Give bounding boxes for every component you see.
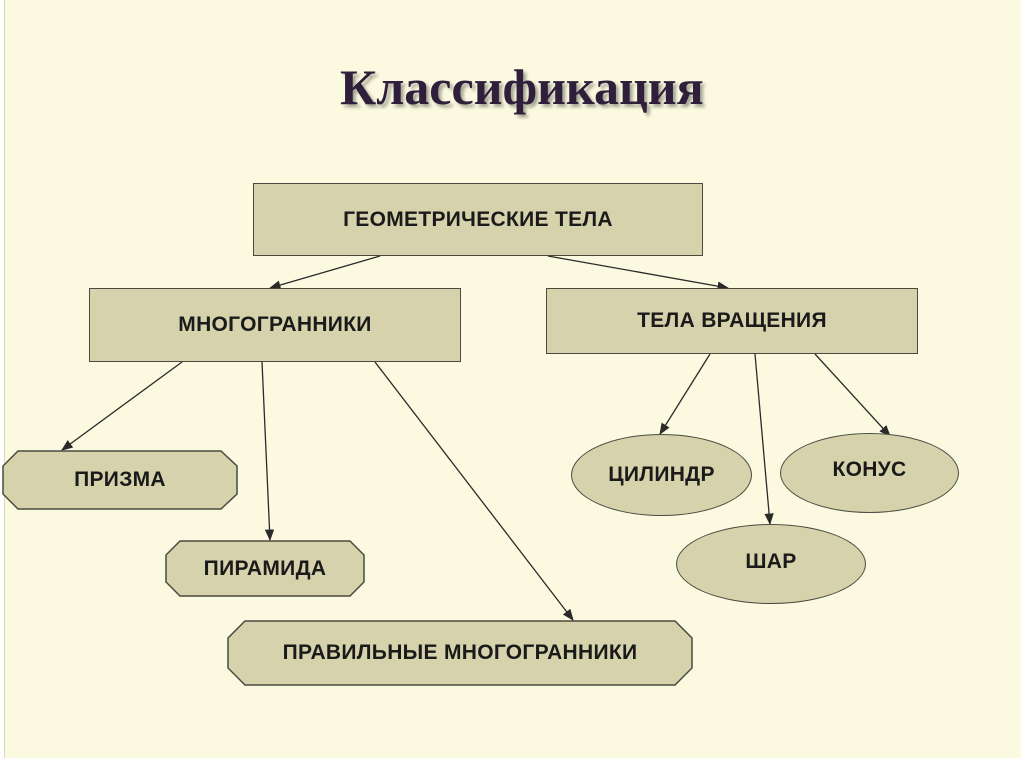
arrow-revolution-to-sphere	[754, 353, 774, 526]
node-pyramid-label: ПИРАМИДА	[203, 556, 327, 580]
arrow-root-to-polyhedra	[268, 255, 381, 290]
node-sphere-label: ШАР	[745, 550, 797, 573]
node-prism: ПРИЗМА	[2, 450, 238, 510]
node-pyramid: ПИРАМИДА	[165, 540, 365, 597]
node-cone-label: КОНУС	[832, 458, 907, 481]
node-polyhedra: МНОГОГРАННИКИ	[89, 288, 461, 362]
node-geometric-bodies: ГЕОМЕТРИЧЕСКИЕ ТЕЛА	[253, 183, 703, 256]
arrow-root-to-revolution	[547, 255, 730, 291]
node-regular-polyhedra: ПРАВИЛЬНЫЕ МНОГОГРАННИКИ	[227, 620, 693, 686]
node-prism-label: ПРИЗМА	[74, 468, 166, 491]
node-cylinder-label: ЦИЛИНДР	[608, 463, 715, 486]
node-cylinder: ЦИЛИНДР	[571, 434, 752, 516]
node-regular-polyhedra-shape	[227, 620, 693, 686]
node-prism-shape	[2, 450, 238, 510]
node-pyramid-shape	[165, 540, 365, 597]
arrow-polyhedra-to-pyramid	[261, 361, 275, 542]
node-polyhedra-label: МНОГОГРАННИКИ	[178, 313, 372, 336]
node-bodies-of-revolution-label: ТЕЛА ВРАЩЕНИЯ	[637, 309, 827, 332]
node-regular-polyhedra-label: ПРАВИЛЬНЫЕ МНОГОГРАННИКИ	[282, 641, 638, 664]
arrow-revolution-to-cylinder	[659, 353, 711, 435]
node-sphere: ШАР	[676, 524, 866, 604]
arrow-polyhedra-to-prism	[61, 361, 183, 451]
arrow-revolution-to-cone	[814, 353, 891, 437]
diagram-title: Классификация	[340, 59, 704, 115]
node-cone: КОНУС	[780, 433, 959, 513]
arrow-polyhedra-to-regular	[374, 361, 574, 621]
node-bodies-of-revolution: ТЕЛА ВРАЩЕНИЯ	[546, 288, 918, 354]
node-geometric-bodies-label: ГЕОМЕТРИЧЕСКИЕ ТЕЛА	[343, 207, 613, 231]
